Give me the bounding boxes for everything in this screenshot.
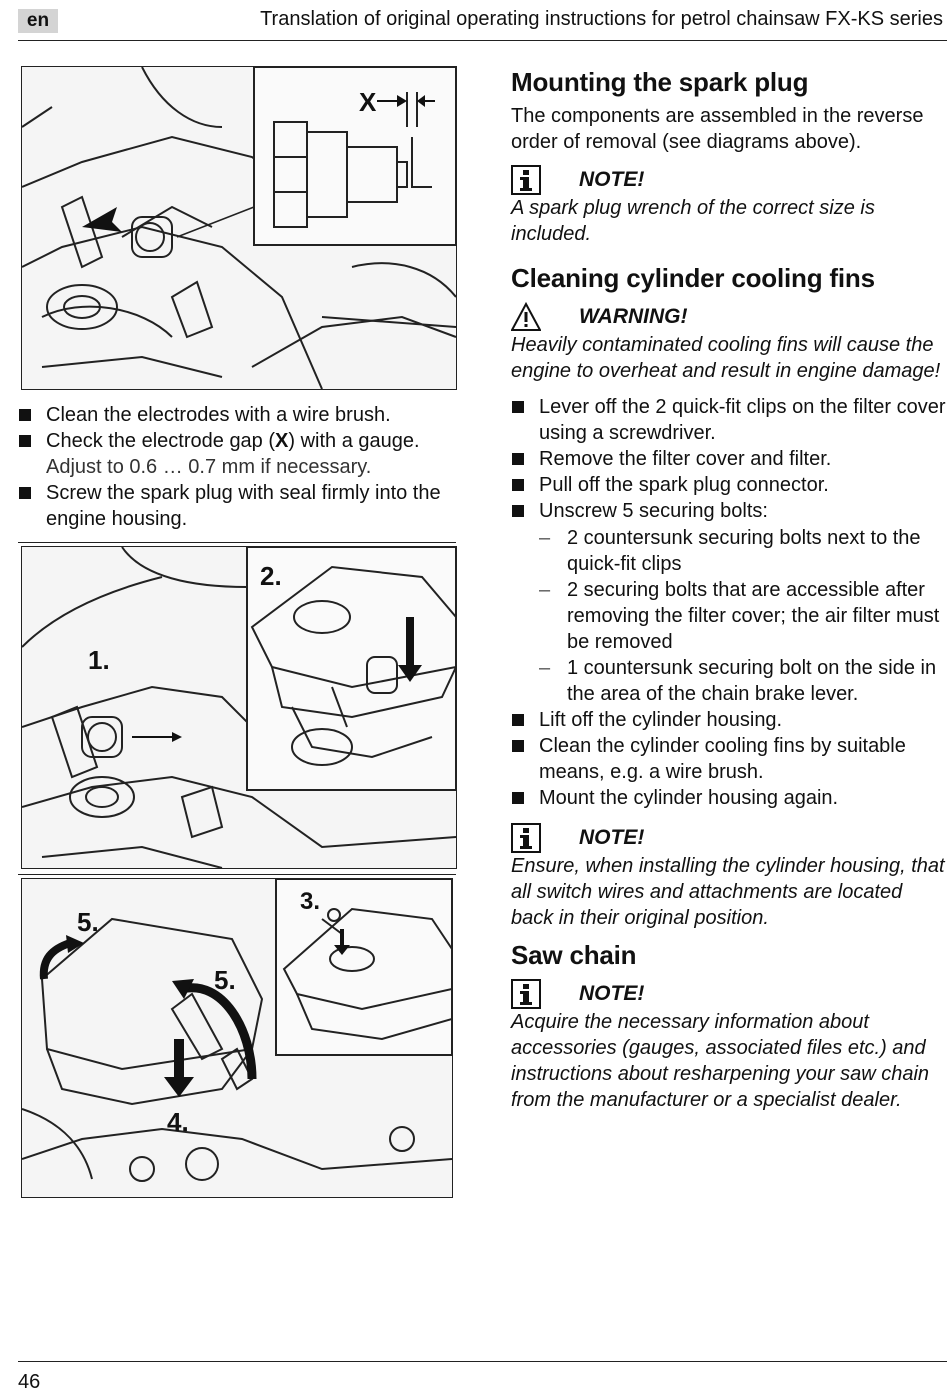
step-1-label: 1. [88, 645, 110, 675]
step-5-label-b: 5. [214, 965, 236, 995]
figure-steps-3-5: 5. 5. 4. 3. [21, 878, 453, 1198]
warning-text: Heavily contaminated cooling fins will c… [511, 334, 941, 382]
heading-mounting: Mounting the spark plug [511, 67, 809, 97]
info-icon [511, 165, 541, 195]
note-text: A spark plug wrench of the correct size … [511, 197, 875, 245]
electrode-steps: Clean the electrodes with a wire brush. … [18, 402, 458, 532]
page-number: 46 [18, 1371, 41, 1393]
note-mounting: NOTE! [511, 165, 947, 195]
gap-symbol: X [275, 430, 289, 452]
note-label: NOTE! [579, 168, 645, 191]
info-icon [511, 979, 541, 1009]
list-item: Mount the cylinder housing again. [511, 785, 947, 811]
bolt-sub-list: –2 countersunk securing bolts next to th… [539, 525, 947, 707]
note-cleaning: NOTE! [511, 823, 947, 853]
cylinder-illustration-1: 2. 1. [22, 547, 456, 868]
divider [18, 542, 456, 543]
step-3-label: 3. [300, 888, 320, 915]
figure-spark-plug: X [21, 66, 457, 390]
list-item: Screw the spark plug with seal firmly in… [18, 480, 458, 532]
list-item: Remove the filter cover and filter. [511, 446, 947, 472]
warning-icon [511, 302, 541, 331]
sub-list-item: –2 countersunk securing bolts next to th… [539, 527, 921, 575]
heading-saw-chain: Saw chain [511, 940, 637, 970]
figure-steps-1-2: 2. 1. [21, 546, 457, 869]
step-2-label: 2. [260, 561, 282, 591]
note-label: NOTE! [579, 982, 645, 1005]
page-header: en Translation of original operating ins… [18, 4, 947, 41]
gap-range: Adjust to 0.6 … 0.7 mm if necessary. [46, 456, 372, 478]
step-5-label-a: 5. [77, 907, 99, 937]
divider [18, 874, 456, 875]
list-item: Check the electrode gap (X) with a gauge… [18, 428, 458, 480]
language-badge: en [18, 9, 58, 33]
note-text: Ensure, when installing the cylinder hou… [511, 855, 945, 929]
gap-label: X [359, 87, 377, 117]
note-text: Acquire the necessary information about … [511, 1011, 930, 1111]
cylinder-illustration-2: 5. 5. 4. 3. [22, 879, 452, 1197]
warning-label: WARNING! [579, 305, 688, 328]
header-title: Translation of original operating instru… [260, 8, 943, 30]
step-4-label: 4. [167, 1107, 189, 1137]
warning-cleaning: WARNING! [511, 302, 947, 332]
list-item: Lever off the 2 quick-fit clips on the f… [511, 394, 947, 446]
note-label: NOTE! [579, 826, 645, 849]
list-item: Lift off the cylinder housing. [511, 707, 947, 733]
note-saw-chain: NOTE! [511, 979, 947, 1009]
right-column: Mounting the spark plug The components a… [511, 66, 947, 1113]
info-icon [511, 823, 541, 853]
list-item: Clean the electrodes with a wire brush. [18, 402, 458, 428]
sub-list-item: –1 countersunk securing bolt on the side… [539, 657, 937, 705]
spark-plug-illustration: X [22, 67, 456, 389]
list-item: Unscrew 5 securing bolts: –2 countersunk… [511, 498, 947, 707]
mounting-body: The components are assembled in the reve… [511, 105, 924, 153]
list-item: Clean the cylinder cooling fins by suita… [511, 733, 947, 785]
page-footer: 46 [18, 1361, 947, 1393]
sub-list-item: –2 securing bolts that are accessible af… [539, 579, 940, 653]
heading-cleaning: Cleaning cylinder cooling fins [511, 263, 875, 293]
cleaning-steps: Lever off the 2 quick-fit clips on the f… [511, 394, 947, 811]
list-item: Pull off the spark plug connector. [511, 472, 947, 498]
